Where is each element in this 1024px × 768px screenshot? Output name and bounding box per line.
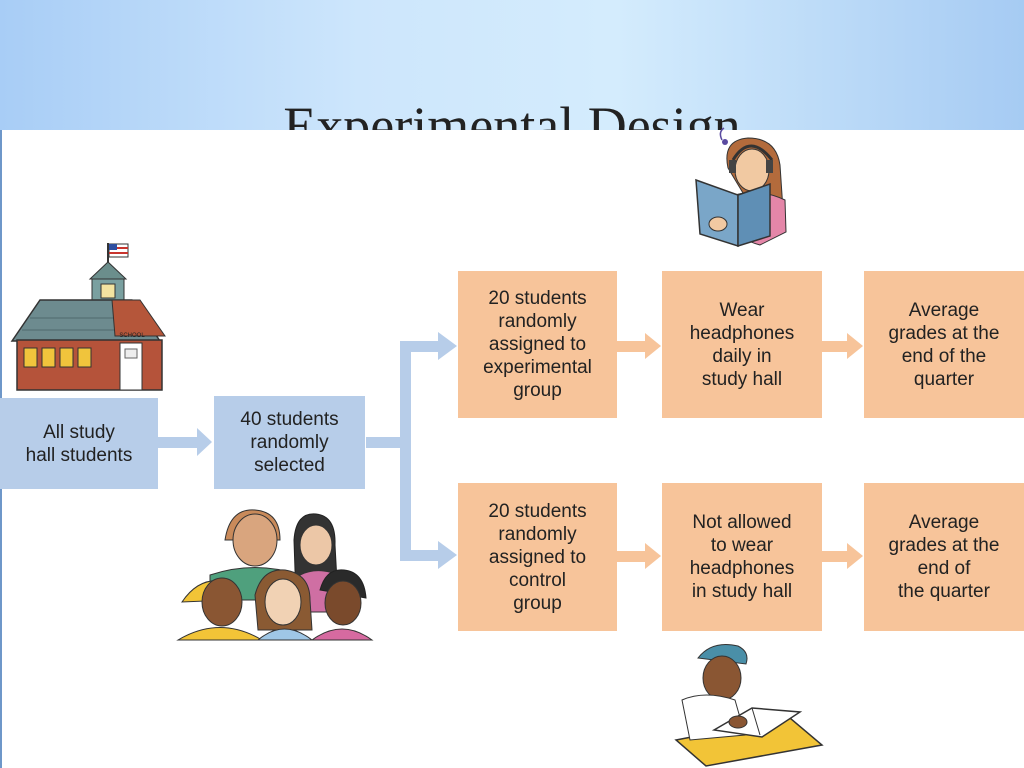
slide-title: Experimental Design (283, 96, 741, 130)
node-control-outcome: Average grades at the end of the quarter (864, 483, 1024, 631)
arrow-ctrl-group-to-treatment (617, 551, 647, 562)
arrow-head-exp-treatment-to-outcome (847, 333, 863, 359)
girl-with-headphones-icon (695, 127, 787, 248)
diagram-canvas (0, 130, 1024, 768)
arrow-exp-treatment-to-outcome (822, 341, 849, 352)
node-experimental-treatment-label: Wear headphones daily in study hall (689, 299, 795, 390)
node-control-outcome-label: Average grades at the end of the quarter (888, 512, 1000, 602)
blue-arrows (158, 332, 457, 569)
node-sample-label: 40 students randomly selected (240, 409, 339, 476)
school-sign-text: SCHOOL (119, 333, 145, 339)
node-experimental-treatment: Wear headphones daily in study hall (662, 271, 822, 418)
arrow-head-exp-group-to-treatment (645, 333, 661, 359)
arrow-head-to-control-group (438, 541, 457, 569)
student-group-icon (176, 509, 374, 641)
arrow-head-ctrl-group-to-treatment (645, 543, 661, 569)
node-population: All study hall students (0, 398, 158, 489)
arrow-population-to-sample (158, 437, 198, 448)
boy-studying-icon (674, 644, 824, 767)
node-experimental-group: 20 students randomly assigned to experim… (458, 271, 617, 418)
node-experimental-outcome: Average grades at the end of the quarter (864, 271, 1024, 418)
slide-header-band (0, 0, 1024, 130)
node-control-treatment-label: Not allowed to wear headphones in study … (689, 512, 795, 602)
arrow-head-to-experimental-group (438, 332, 457, 360)
node-control-group: 20 students randomly assigned to control… (458, 483, 617, 631)
node-population-label: All study hall students (25, 421, 133, 466)
node-control-treatment: Not allowed to wear headphones in study … (662, 483, 822, 631)
arrow-head-population-to-sample (197, 428, 212, 456)
node-experimental-group-label: 20 students randomly assigned to experim… (483, 288, 592, 401)
branch-stem (366, 437, 407, 448)
node-control-group-label: 20 students randomly assigned to control… (488, 500, 587, 614)
arrow-exp-group-to-treatment (617, 341, 647, 352)
slide-title-clip: Experimental Design (0, 0, 1024, 130)
schoolhouse-icon: SCHOOL (10, 243, 166, 391)
arrow-head-ctrl-treatment-to-outcome (847, 543, 863, 569)
arrow-ctrl-treatment-to-outcome (822, 551, 849, 562)
branch-vertical (400, 341, 411, 561)
branch-lower-arm (400, 550, 440, 561)
orange-arrows (617, 333, 863, 569)
node-experimental-outcome-label: Average grades at the end of the quarter (888, 299, 1000, 390)
node-sample: 40 students randomly selected (214, 396, 365, 489)
branch-upper-arm (400, 341, 440, 352)
